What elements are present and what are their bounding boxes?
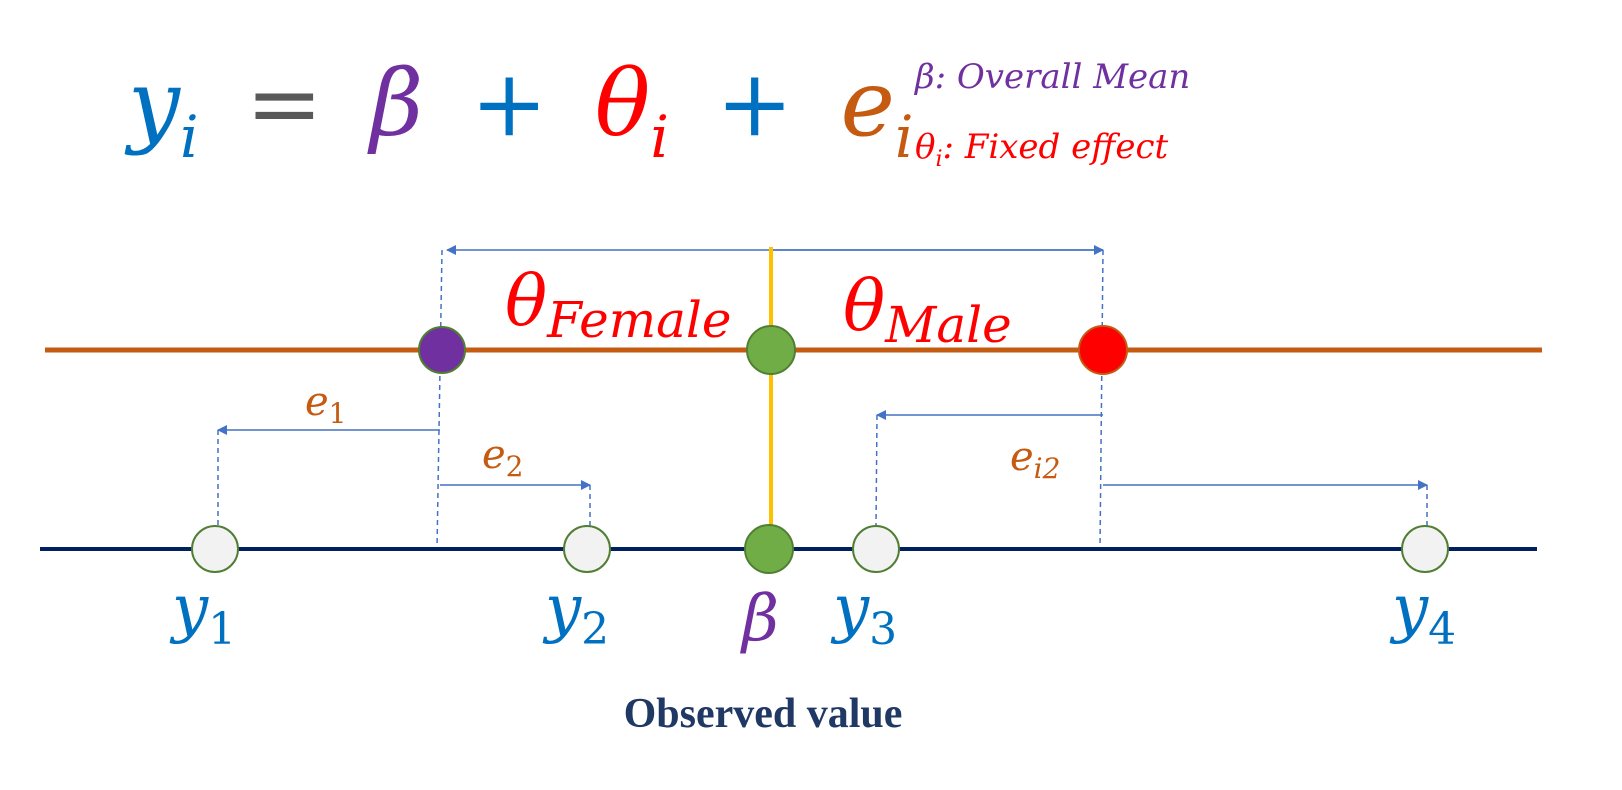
female-effect-dot	[418, 326, 466, 374]
beta-dot	[744, 524, 794, 574]
dashed-guides	[217, 249, 1428, 550]
y4-label: y4	[1389, 572, 1456, 655]
y1-dot	[191, 525, 239, 573]
observed-value-caption: Observed value	[624, 691, 903, 737]
legend-theta: θi: Fixed effect	[915, 127, 1169, 172]
e1-label: e1	[305, 379, 347, 430]
ei2-label: ei2	[1010, 434, 1060, 485]
y1-label: y1	[169, 572, 236, 655]
legend-beta: β: Overall Mean	[913, 57, 1190, 97]
mean-effect-dot	[746, 325, 796, 375]
y2-dot	[563, 525, 611, 573]
y2-label: y2	[542, 572, 609, 655]
y3-label: y3	[830, 572, 897, 655]
e2-label: e2	[482, 432, 524, 483]
residual-arrows	[217, 410, 1428, 490]
theta-female-label: θFemale	[505, 260, 732, 349]
theta-male-label: θMale	[843, 265, 1012, 354]
male-effect-dot	[1078, 325, 1128, 375]
model-equation: yi = β + θi + ei	[124, 50, 913, 179]
y4-dot	[1401, 525, 1449, 573]
beta-label: β	[740, 582, 779, 656]
y3-dot	[852, 525, 900, 573]
